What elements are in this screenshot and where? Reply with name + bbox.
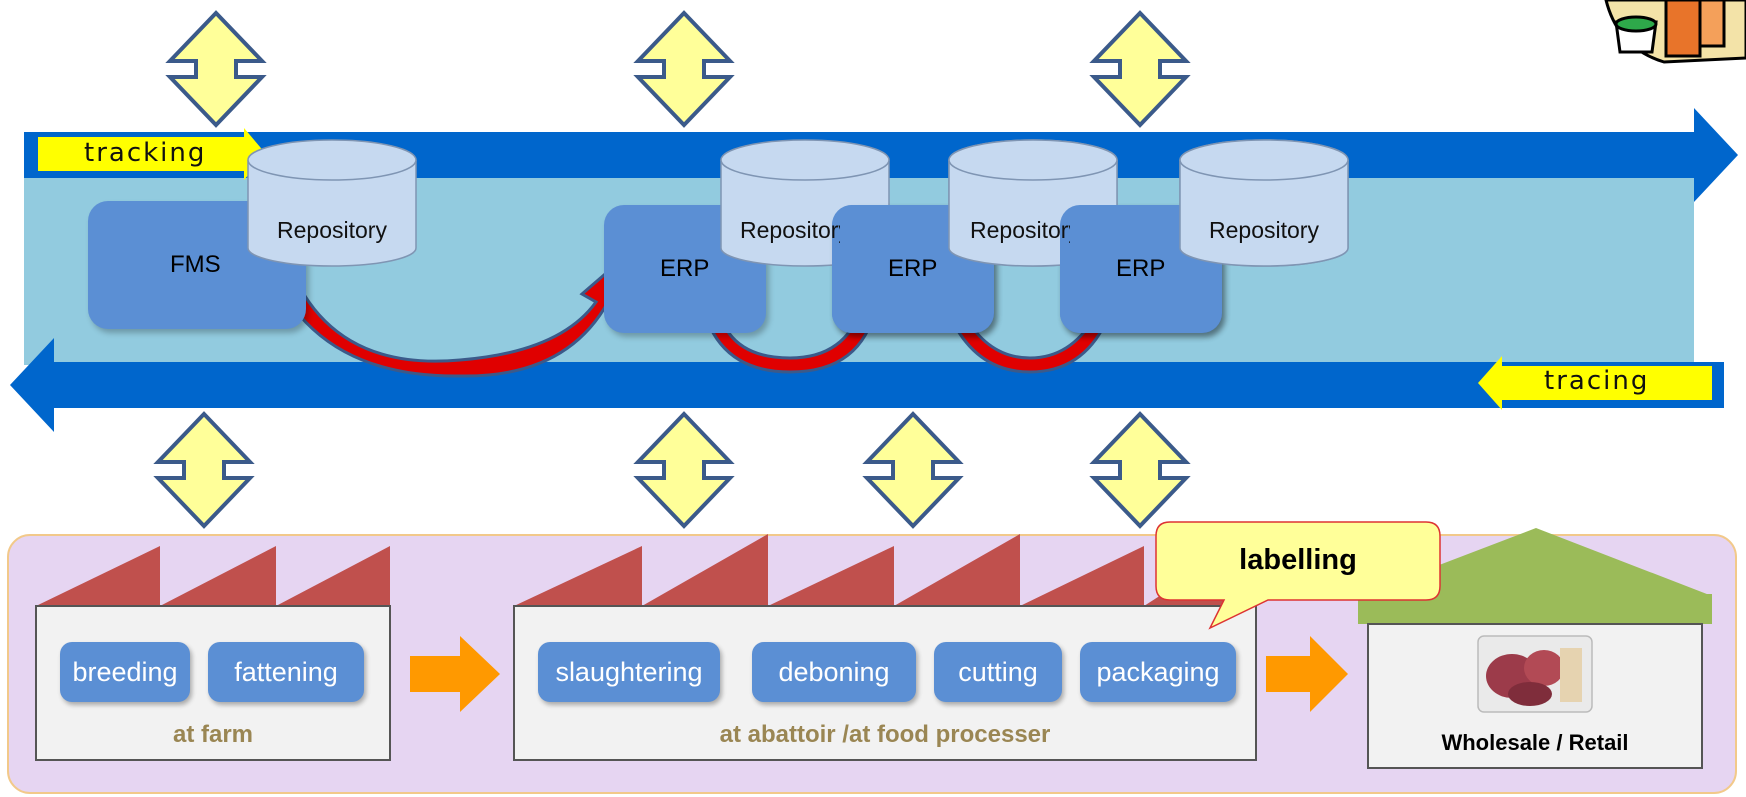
factory-roof-icon [514,534,1256,606]
factory-roof-icon [36,546,390,606]
repository-label: Repository [740,217,840,243]
cartoon-figure-icon [1604,0,1746,64]
repository-label: Repository [277,217,387,243]
tracing-label-arrow [1478,356,1712,410]
repository-label: Repository [1209,217,1319,243]
process-deboning: deboning [752,642,916,702]
process-slaughtering: slaughtering [538,642,720,702]
database-icon [247,139,417,267]
tracking-label: tracking [84,138,207,168]
process-fattening: fattening [208,642,364,702]
tracing-band-arrow [10,338,1724,432]
system-label: FMS [170,251,221,278]
stage-label-retail: Wholesale / Retail [1441,730,1629,755]
tracking-label-arrow [38,128,266,180]
system-label: ERP [888,255,938,282]
system-label: ERP [660,255,710,282]
flow-arrow-farm-to-abattoir [410,636,500,712]
process-cutting: cutting [934,642,1062,702]
labelling-callout-text: labelling [1239,544,1357,576]
process-breeding: breeding [60,642,190,702]
process-packaging: packaging [1080,642,1236,702]
stage-label-abattoir: at abattoir /at food processer [719,721,1051,748]
tracing-label: tracing [1544,366,1650,396]
system-label: ERP [1116,255,1166,282]
database-icon [1179,139,1349,267]
system-box-erp-3-top: ERP [1060,205,1170,333]
stage-label-farm: at farm [172,721,254,748]
labelling-callout [1155,521,1441,630]
flow-arrow-abattoir-to-retail [1266,636,1348,712]
system-box-erp-2-top: ERP [832,205,942,333]
repository-label: Repository [970,217,1070,243]
meat-package-icon [1477,635,1593,713]
